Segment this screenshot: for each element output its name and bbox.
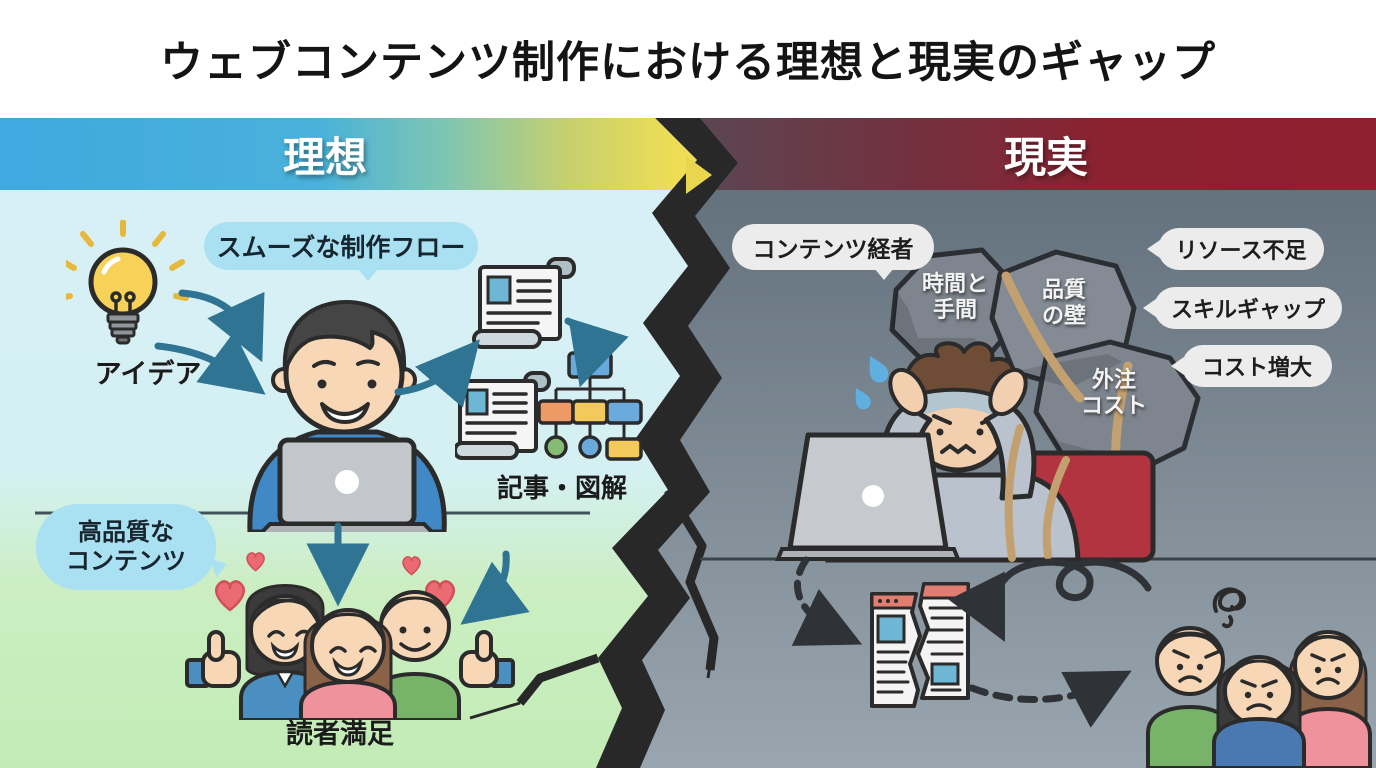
angry-reader-left — [1146, 626, 1234, 768]
skill-gap-bubble: スキルギャップ — [1154, 287, 1342, 329]
lightbulb-icon — [66, 220, 189, 345]
rope — [1004, 424, 1070, 562]
cost-increase-bubble: コスト増大 — [1182, 345, 1332, 387]
tangled-scribble-icon — [1212, 587, 1247, 629]
ideal-header: 理想 — [282, 132, 367, 182]
creator-at-laptop-icon — [247, 300, 447, 532]
burden-rocks-icon — [889, 247, 1201, 478]
rock-time-label: 時間と 手間 — [921, 272, 988, 324]
idea-label: アイデア — [94, 359, 202, 390]
curved-arrow-icon — [154, 289, 629, 625]
arrows-overlay — [154, 289, 1152, 728]
heart-icon — [215, 552, 455, 612]
stressed-creator-icon — [775, 341, 1156, 563]
reader-center — [299, 608, 397, 720]
thumbs-up-icon — [185, 630, 241, 688]
title-bar: ウェブコンテンツ制作における理想と現実のギャップ — [0, 0, 1376, 118]
dashed-arrow-icon — [791, 556, 1132, 728]
reality-header: 現実 — [1003, 132, 1088, 182]
quality-bubble: 高品質な コンテンツ — [36, 504, 216, 590]
rock-quality-label: 品質 の壁 — [1041, 278, 1086, 330]
happy-readers-icon — [185, 552, 515, 720]
header-chevron — [686, 156, 712, 194]
angry-readers-icon — [1146, 587, 1372, 768]
angry-reader-right — [1284, 630, 1372, 768]
article-label: 記事・図解 — [496, 474, 627, 504]
reader-satisfaction-label: 読者満足 — [286, 719, 394, 750]
rock-outsourcing-label: 外注 コスト — [1080, 368, 1147, 420]
resource-shortage-bubble: リソース不足 — [1158, 228, 1324, 270]
crack-branches — [469, 487, 719, 720]
content-manager-bubble: コンテンツ経者 — [732, 224, 934, 280]
tangled-scribble-icon — [948, 558, 1152, 642]
page-title: ウェブコンテンツ制作における理想と現実のギャップ — [160, 38, 1216, 88]
sweat-drop-icon — [855, 356, 889, 410]
scroll-document-icon — [472, 257, 576, 349]
smooth-flow-bubble: スムーズな制作フロー — [204, 222, 478, 281]
angry-reader-center — [1212, 655, 1306, 768]
